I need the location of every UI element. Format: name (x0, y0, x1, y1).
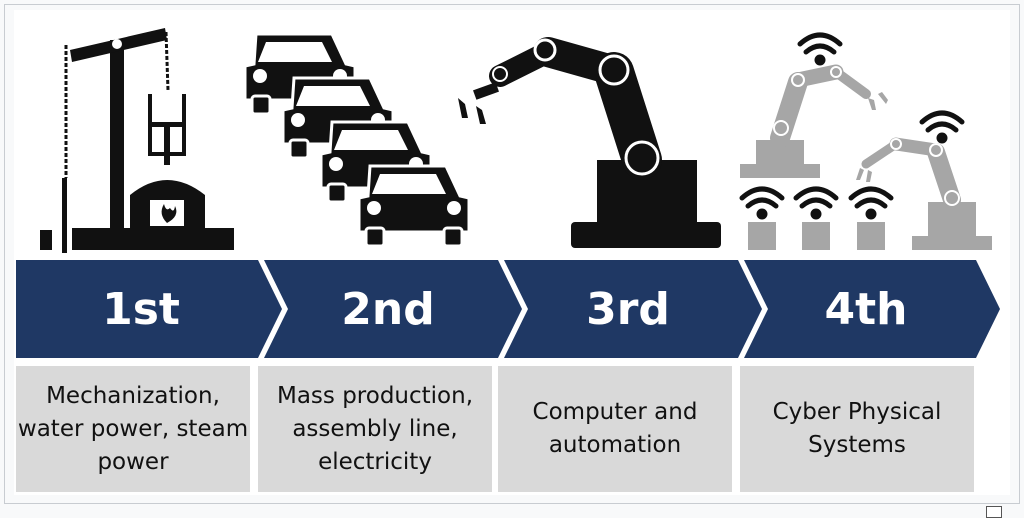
wifi-icon (793, 186, 839, 220)
wifi-icon (739, 186, 785, 220)
networked-robots-icon (739, 32, 992, 250)
oil-pump-furnace-icon (40, 28, 234, 253)
stage-description-4th: Cyber Physical Systems (740, 366, 974, 492)
car-icon (357, 164, 471, 248)
stage-description-text: Computer and automation (532, 399, 698, 458)
stage-arrow-1 (16, 260, 282, 358)
stage-label-1st: 1st (102, 283, 180, 335)
stage-arrow-3 (504, 260, 762, 358)
robot-arm-icon (458, 37, 721, 248)
stage-description-text: Mass production, assembly line, electric… (276, 382, 474, 475)
stage-description-text: Cyber Physical Systems (772, 399, 942, 458)
car-assembly-line-icon (243, 32, 471, 248)
stage-arrow-2 (264, 260, 522, 358)
stage-label-4th: 4th (824, 283, 908, 335)
robot-icon (740, 64, 888, 178)
stage-description-3rd: Computer and automation (498, 366, 732, 492)
wifi-icon (919, 110, 965, 144)
stage-description-text: Mechanization, water power, steam power (17, 382, 249, 475)
stage-label-2nd: 2nd (341, 283, 435, 335)
stage-arrow-4 (744, 260, 1000, 358)
wifi-icon (797, 32, 843, 66)
robot-icon (856, 137, 992, 250)
enlarge-icon[interactable] (986, 506, 1002, 518)
stage-description-1st: Mechanization, water power, steam power (16, 366, 250, 492)
stage-label-3rd: 3rd (586, 283, 670, 335)
wifi-icon (848, 186, 894, 220)
stage-arrow-band (16, 260, 1000, 358)
stage-description-2nd: Mass production, assembly line, electric… (258, 366, 492, 492)
